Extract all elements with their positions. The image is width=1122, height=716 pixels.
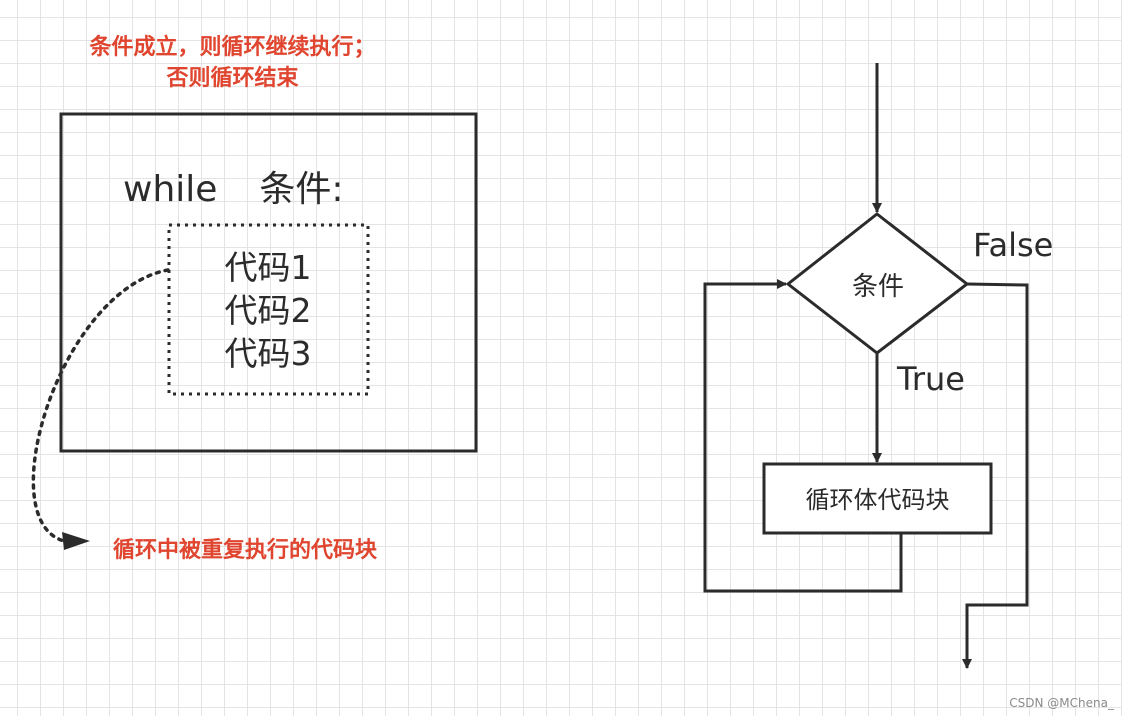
watermark: CSDN @MChena_ [1009,696,1114,710]
loop-condition-note: 条件成立，则循环继续执行； 否则循环结束 [0,32,465,94]
code-line: 代码1 [224,248,312,287]
code-line: 代码2 [224,291,312,330]
dotted-connector-arrowhead [62,532,90,550]
while-loop-box [59,112,478,453]
code-line: 代码3 [224,334,312,373]
while-condition: 条件: [259,169,344,210]
repeated-code-note: 循环中被重复执行的代码块 [113,538,378,563]
loop-condition-note-line: 否则循环结束 [166,66,299,91]
loop-body-code: 代码1 代码2 代码3 [170,246,366,375]
loop-body-box [762,462,993,535]
loop-body-label: 循环体代码块 [805,486,950,514]
condition-label: 条件 [851,272,904,302]
false-label: False [973,226,1054,264]
true-label: True [897,360,965,398]
dotted-curve-connector [31,268,170,543]
loop-condition-note-line: 条件成立，则循环继续执行； [89,35,376,60]
false-exit-path [962,282,1029,669]
while-keyword: while [123,169,218,210]
loop-back-path [703,279,903,593]
while-statement: while 条件: [123,160,344,212]
